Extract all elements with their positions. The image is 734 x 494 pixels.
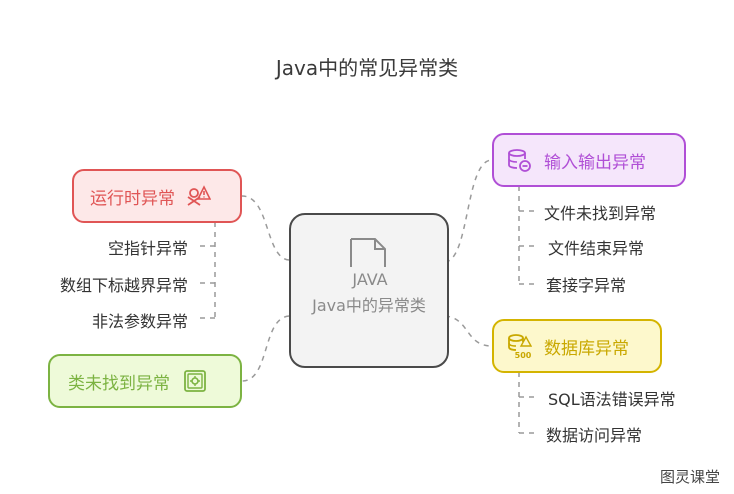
database-minus-icon — [506, 147, 532, 173]
alert-person-icon — [185, 183, 211, 209]
node-class-not-found-label: 类未找到异常 — [68, 373, 170, 394]
diagram-title: Java中的常见异常类 — [275, 56, 459, 80]
center-node: JAVA Java中的异常类 — [289, 213, 449, 368]
leaf-socket: 套接字异常 — [546, 276, 627, 295]
leaf-index-out-of-bounds: 数组下标越界异常 — [59, 276, 188, 295]
center-label: Java中的异常类 — [312, 296, 426, 315]
node-io-label: 输入输出异常 — [544, 152, 646, 173]
connector-runtime — [241, 195, 290, 261]
connector-database — [444, 315, 493, 347]
svg-text:500: 500 — [515, 351, 532, 359]
node-class-not-found: 类未找到异常 — [48, 354, 242, 408]
leaf-sql-syntax: SQL语法错误异常 — [548, 390, 676, 409]
leaf-data-access: 数据访问异常 — [546, 426, 643, 445]
node-database-label: 数据库异常 — [544, 338, 629, 359]
leaf-end-of-file: 文件结束异常 — [548, 239, 645, 258]
java-file-icon-text: JAVA — [351, 270, 387, 289]
connector-class-not-found — [241, 315, 290, 382]
leaf-null-pointer: 空指针异常 — [107, 239, 188, 258]
connector-io — [444, 159, 493, 263]
safe-icon — [182, 368, 208, 394]
leaf-illegal-argument: 非法参数异常 — [91, 312, 188, 331]
watermark-text: 图灵课堂 — [659, 468, 720, 486]
java-file-icon: JAVA — [350, 238, 388, 289]
node-database-exception: 500 数据库异常 — [492, 319, 662, 373]
database-500-icon: 500 — [506, 333, 532, 359]
node-runtime-exception: 运行时异常 — [72, 169, 242, 223]
node-runtime-label: 运行时异常 — [90, 188, 175, 209]
leaf-file-not-found: 文件未找到异常 — [544, 204, 657, 223]
node-io-exception: 输入输出异常 — [492, 133, 686, 187]
